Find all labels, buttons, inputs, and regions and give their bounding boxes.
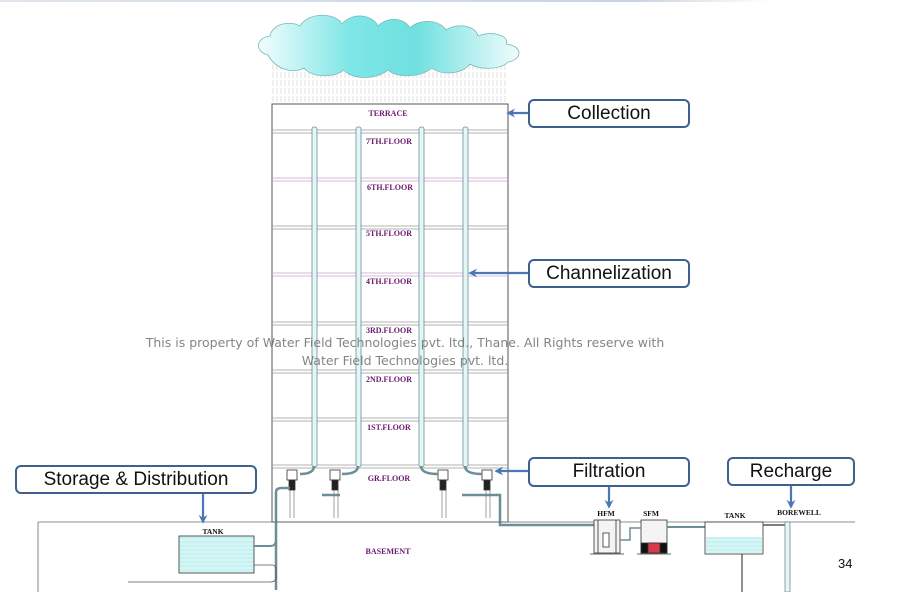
floor-label-2nd: 2ND.FLOOR <box>366 375 412 384</box>
storage-outlet-pipe <box>128 564 277 583</box>
floor-label-6th: 6TH.FLOOR <box>367 183 413 192</box>
collection-callout: Collection <box>528 99 690 128</box>
collector-pipes <box>274 465 595 590</box>
storage-distribution-callout: Storage & Distribution <box>15 465 257 494</box>
floor-label-3rd: 3RD.FLOOR <box>366 326 412 335</box>
storage-tank <box>178 535 255 574</box>
drop-pipes <box>289 490 491 518</box>
first-flush-units <box>286 469 493 491</box>
building <box>271 103 509 523</box>
watermark-line-2: Water Field Technologies pvt. ltd. <box>301 353 509 368</box>
collection-label: Collection <box>567 102 651 124</box>
slide-top-border <box>0 0 907 2</box>
hfm-filter <box>590 519 624 555</box>
filtration-label: Filtration <box>572 461 646 482</box>
cloud-icon <box>258 14 520 78</box>
floor-label-7th: 7TH.FLOOR <box>366 137 412 146</box>
floor-label-4th: 4TH.FLOOR <box>366 277 412 286</box>
watermark-line-1: This is property of Water Field Technolo… <box>145 335 665 350</box>
downpipes <box>311 126 469 468</box>
storage-distribution-label: Storage & Distribution <box>43 468 229 490</box>
storage-tank-label: TANK <box>202 527 223 536</box>
floor-label-terrace: TERRACE <box>368 109 407 118</box>
channelization-callout: Channelization <box>528 259 690 288</box>
borewell-label: BOREWELL <box>777 508 821 517</box>
floor-label-basement: BASEMENT <box>366 547 412 556</box>
borewell <box>784 521 791 592</box>
sfm-filter <box>637 519 671 555</box>
recharge-callout: Recharge <box>727 457 855 486</box>
filtration-callout: Filtration <box>528 457 690 487</box>
recharge-tank-label: TANK <box>724 511 745 520</box>
recharge-label: Recharge <box>749 460 833 482</box>
channelization-label: Channelization <box>546 262 672 284</box>
floor-label-1st: 1ST.FLOOR <box>367 423 411 432</box>
sfm-label: SFM <box>643 509 659 518</box>
page-number: 34 <box>838 556 853 571</box>
floor-label-5th: 5TH.FLOOR <box>366 229 412 238</box>
hfm-label: HFM <box>597 509 615 518</box>
floor-label-ground: GR.FLOOR <box>368 474 411 483</box>
callout-arrows <box>198 108 796 524</box>
